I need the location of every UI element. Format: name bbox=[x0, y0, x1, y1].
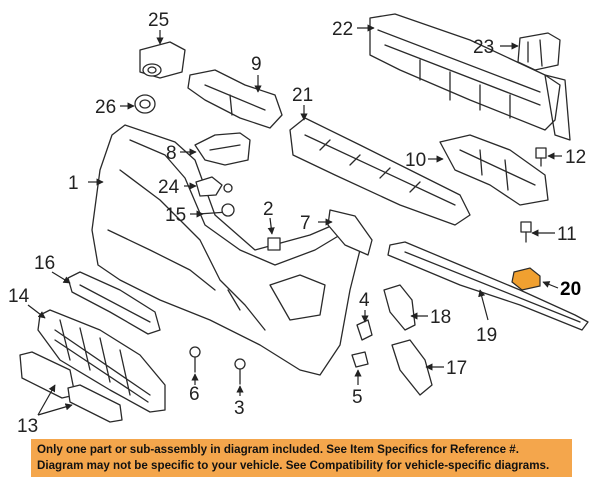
part-17-cover bbox=[391, 339, 433, 396]
part-8-bracket bbox=[194, 132, 251, 166]
callout-13: 13 bbox=[17, 416, 38, 436]
part-1-bumper-cover bbox=[91, 124, 361, 376]
part-25-sensor bbox=[139, 41, 186, 79]
part-9-bracket bbox=[187, 69, 283, 129]
callout-10: 10 bbox=[405, 150, 426, 171]
callout-14: 14 bbox=[8, 286, 30, 307]
part-24-clip bbox=[195, 176, 233, 197]
callout-25: 25 bbox=[148, 10, 169, 31]
callout-24: 24 bbox=[158, 177, 180, 198]
callout-labels: 1 2 3 4 5 6 7 8 9 10 11 12 13 14 15 16 1… bbox=[8, 10, 586, 436]
callout-5: 5 bbox=[352, 387, 363, 408]
part-5-clip bbox=[351, 351, 369, 368]
part-14-lower-grille bbox=[37, 309, 166, 413]
callout-2: 2 bbox=[263, 199, 274, 220]
part-26-retainer bbox=[134, 94, 156, 114]
part-3-bolt bbox=[234, 358, 246, 385]
callout-7: 7 bbox=[300, 213, 311, 234]
callout-22: 22 bbox=[332, 19, 353, 40]
part-10-bracket bbox=[439, 134, 549, 206]
callout-4: 4 bbox=[359, 290, 370, 311]
callout-12: 12 bbox=[565, 147, 586, 168]
part-21-absorber bbox=[289, 117, 471, 226]
disclaimer-banner: Only one part or sub-assembly in diagram… bbox=[31, 439, 572, 477]
callout-16: 16 bbox=[34, 253, 55, 274]
callout-9: 9 bbox=[251, 54, 262, 75]
callout-8: 8 bbox=[166, 143, 177, 164]
callout-11: 11 bbox=[557, 224, 577, 245]
callout-6: 6 bbox=[189, 384, 200, 405]
part-23-bracket bbox=[517, 32, 561, 71]
part-11-clip bbox=[520, 221, 532, 243]
callout-23: 23 bbox=[473, 37, 494, 58]
callout-15: 15 bbox=[165, 205, 186, 226]
part-20-bracket-highlighted bbox=[511, 267, 541, 291]
part-2-fastener bbox=[267, 237, 281, 251]
callout-1: 1 bbox=[68, 173, 79, 194]
callout-19: 19 bbox=[476, 325, 497, 346]
callout-3: 3 bbox=[234, 398, 245, 419]
part-12-clip bbox=[535, 147, 547, 167]
leader-lines bbox=[27, 24, 562, 416]
parts-diagram: 1 2 3 4 5 6 7 8 9 10 11 12 13 14 15 16 1… bbox=[8, 10, 589, 436]
callout-21: 21 bbox=[292, 85, 313, 106]
part-6-bolt bbox=[189, 346, 201, 373]
callout-26: 26 bbox=[95, 97, 116, 118]
callout-18: 18 bbox=[430, 307, 451, 328]
callout-17: 17 bbox=[446, 358, 467, 379]
part-19-spoiler bbox=[387, 241, 589, 331]
disclaimer-line-2: Diagram may not be specific to your vehi… bbox=[37, 459, 550, 472]
part-13-trim bbox=[19, 351, 123, 423]
part-16-strip bbox=[67, 271, 161, 335]
part-22-reinforcement bbox=[369, 13, 571, 141]
disclaimer-line-1: Only one part or sub-assembly in diagram… bbox=[37, 443, 519, 456]
callout-20: 20 bbox=[560, 279, 581, 300]
part-18-cover bbox=[383, 284, 416, 331]
part-4-clip bbox=[356, 319, 373, 341]
